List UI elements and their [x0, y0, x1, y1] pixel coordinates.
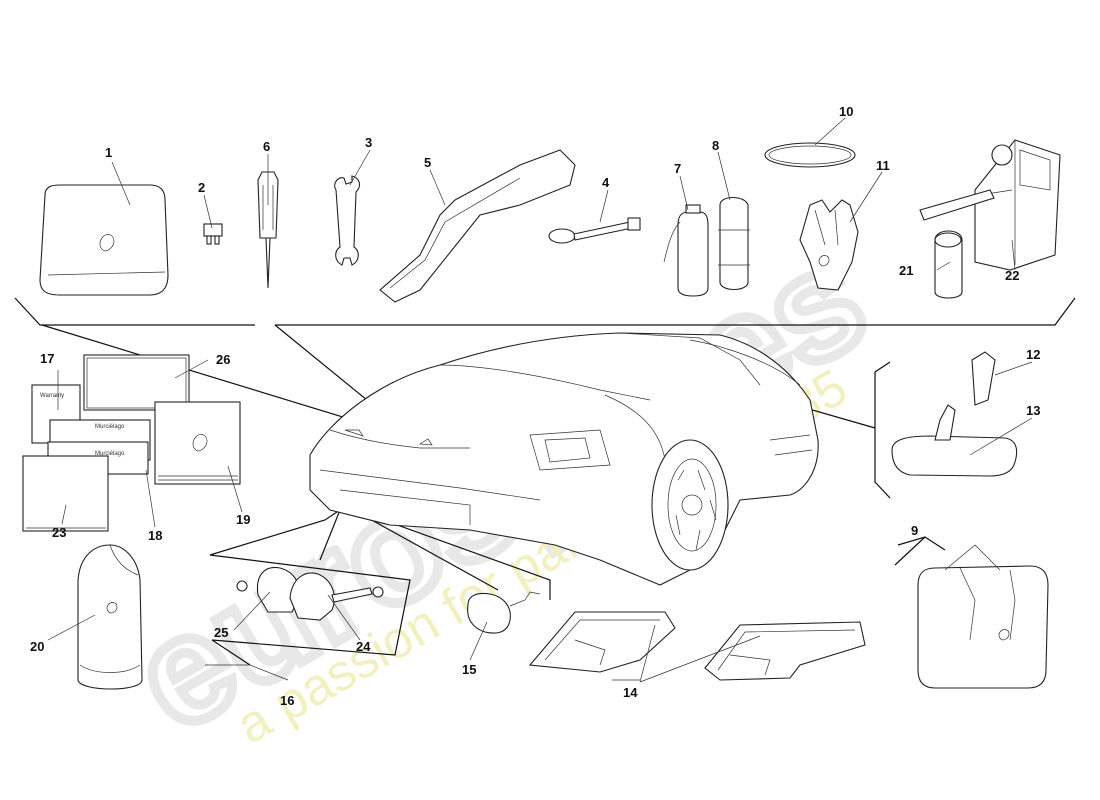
part-3-wrench — [334, 175, 361, 266]
callout-25: 25 — [214, 625, 228, 640]
part-4-tow-eye — [548, 217, 641, 244]
callout-2: 2 — [198, 180, 205, 195]
part-23-manual — [22, 455, 109, 532]
part-11-gloves — [799, 199, 859, 291]
part-12-bracket — [971, 351, 996, 406]
callout-1: 1 — [105, 145, 112, 160]
part-22-compressor — [919, 139, 1061, 271]
callout-22: 22 — [1005, 268, 1019, 283]
callout-21: 21 — [899, 263, 913, 278]
callout-24: 24 — [356, 639, 371, 654]
part-10-strap — [764, 142, 856, 168]
part-16-horns — [236, 566, 384, 621]
model-label-2: Murciélago — [95, 451, 125, 457]
model-label-1: Murciélago — [95, 424, 125, 430]
callout-19: 19 — [236, 512, 250, 527]
callout-5: 5 — [424, 155, 431, 170]
car-outline — [309, 332, 819, 586]
callout-26: 26 — [216, 352, 230, 367]
callout-14: 14 — [623, 685, 638, 700]
part-9-bag — [917, 544, 1049, 689]
callout-10: 10 — [839, 104, 853, 119]
callout-18: 18 — [148, 528, 162, 543]
callout-20: 20 — [30, 639, 44, 654]
part-19-manual — [154, 401, 241, 485]
part-1-tool-pouch — [39, 184, 169, 296]
callout-23: 23 — [52, 525, 66, 540]
part-2-fuse — [203, 223, 223, 245]
part-21-canister — [934, 230, 963, 299]
part-26-manual — [83, 354, 190, 411]
part-14-floor-mats — [528, 611, 866, 681]
callout-4: 4 — [602, 175, 610, 190]
callout-6: 6 — [263, 139, 270, 154]
part-8-roll — [718, 196, 750, 291]
part-7-tyre-sealant — [663, 204, 709, 297]
part-20-duffel-bag — [77, 544, 143, 690]
callout-16: 16 — [280, 693, 294, 708]
part-13-mirror — [891, 404, 1018, 477]
callout-11: 11 — [876, 158, 890, 173]
callout-numbers: 1 2 3 4 5 6 7 8 9 10 11 12 13 14 15 16 1… — [30, 104, 1040, 708]
callout-9: 9 — [911, 523, 918, 538]
callout-12: 12 — [1026, 347, 1040, 362]
warranty-label: Warranty — [40, 393, 64, 399]
leader-lines — [47, 117, 1033, 683]
part-5-jack-tool — [379, 149, 576, 303]
callout-15: 15 — [462, 662, 476, 677]
callout-3: 3 — [365, 135, 372, 150]
part-15-siren — [467, 591, 541, 634]
callout-7: 7 — [674, 161, 681, 176]
callout-13: 13 — [1026, 403, 1040, 418]
callout-8: 8 — [712, 138, 719, 153]
callout-17: 17 — [40, 351, 54, 366]
